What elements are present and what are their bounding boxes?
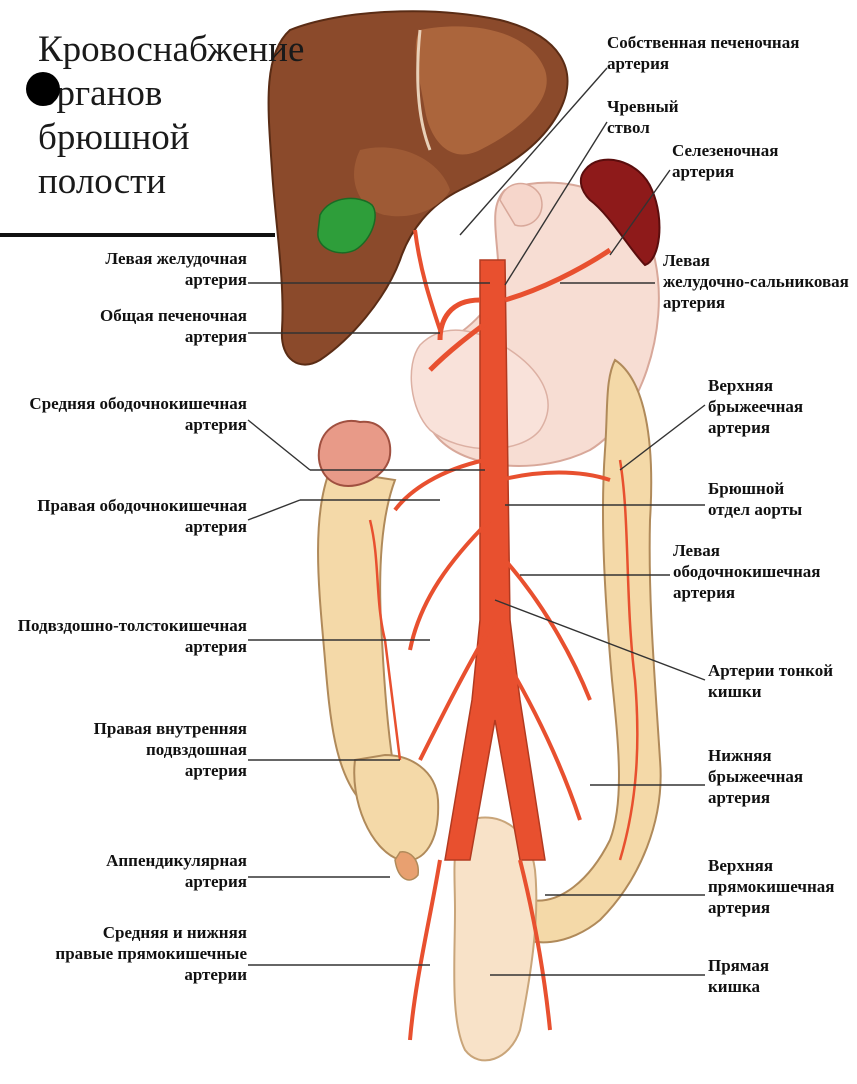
label-middle-inferior-rectal-arteries: Средняя и нижняяправые прямокишечныеарте…	[55, 922, 247, 985]
label-right-internal-iliac-artery: Правая внутренняяподвздошнаяартерия	[94, 718, 247, 781]
label-ileocolic-artery: Подвздошно-толстокишечнаяартерия	[18, 615, 247, 657]
ascending-colon	[318, 470, 400, 800]
title-line-1: Кровоснабжение	[38, 28, 288, 72]
label-celiac-trunk: Чревныйствол	[607, 96, 679, 138]
title-line-4: полости	[38, 160, 288, 204]
label-common-hepatic-artery: Общая печеночнаяартерия	[100, 305, 247, 347]
diagram-title: Кровоснабжение органов брюшной полости	[38, 28, 288, 204]
title-line-3: брюшной	[38, 116, 288, 160]
label-abdominal-aorta: Брюшнойотдел аорты	[708, 478, 802, 520]
label-small-intestine-arteries: Артерии тонкойкишки	[708, 660, 833, 702]
title-bullet-icon	[26, 72, 60, 106]
label-superior-mesenteric-artery: Верхняябрыжеечнаяартерия	[708, 375, 803, 438]
label-left-gastric-artery: Левая желудочнаяартерия	[105, 248, 247, 290]
label-appendicular-artery: Аппендикулярнаяартерия	[106, 850, 247, 892]
label-superior-rectal-artery: Верхняяпрямокишечнаяартерия	[708, 855, 834, 918]
label-splenic-artery: Селезеночнаяартерия	[672, 140, 778, 182]
label-rectum: Прямаякишка	[708, 955, 769, 997]
label-own-hepatic-artery: Собственная печеночнаяартерия	[607, 32, 799, 74]
title-rule	[0, 233, 275, 237]
title-line-2: органов	[38, 72, 288, 116]
label-left-colic-artery: Леваяободочнокишечнаяартерия	[673, 540, 820, 603]
cecum	[354, 755, 438, 861]
label-middle-colic-artery: Средняя ободочнокишечнаяартерия	[29, 393, 247, 435]
transverse-colon-cut	[319, 421, 390, 486]
label-right-colic-artery: Правая ободочнокишечнаяартерия	[37, 495, 247, 537]
label-left-gastroepiploic-artery: Леваяжелудочно-сальниковаяартерия	[663, 250, 849, 313]
label-inferior-mesenteric-artery: Нижняябрыжеечнаяартерия	[708, 745, 803, 808]
hepatic-artery	[415, 230, 440, 330]
